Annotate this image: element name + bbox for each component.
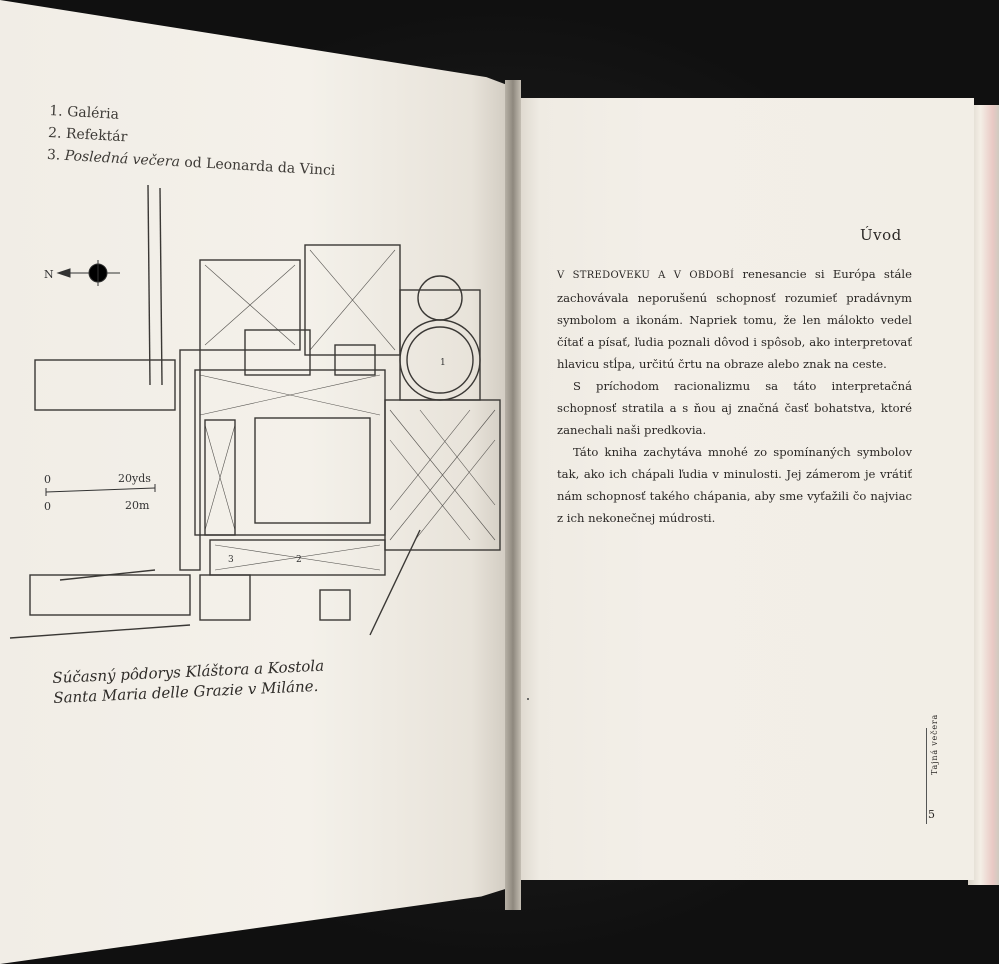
scale-meters-end: 20m	[125, 499, 150, 512]
legend-item-number: 3.	[46, 146, 61, 164]
floor-plan-illustration: N 0 20yds 0 20m 1 2 3	[9, 184, 501, 639]
running-head-rule	[921, 728, 939, 828]
paragraph-3: Táto kniha zachytáva mnohé zo spomínanýc…	[557, 445, 912, 525]
room-label-2: 2	[296, 555, 302, 565]
chapter-title: Úvod	[860, 226, 902, 244]
paragraph-2: S príchodom racionalizmu sa táto interpr…	[557, 379, 912, 437]
legend-item-artwork-title: Posledná večera	[64, 147, 181, 171]
room-label-1: 1	[440, 358, 446, 368]
paragraph-1-lead: V stredoveku a v období	[557, 270, 735, 281]
scale-meters-start: 0	[44, 500, 51, 513]
left-page	[0, 0, 512, 964]
page-number: 5	[928, 808, 935, 821]
room-label-3: 3	[228, 555, 234, 565]
page-speck	[527, 698, 529, 700]
paragraph-1-text: renesancie si Európa stále zachovávala n…	[557, 267, 912, 371]
paragraph-1: V stredoveku a v období renesancie si Eu…	[557, 263, 912, 375]
scale-yards-end: 20yds	[118, 472, 151, 485]
right-page	[512, 98, 974, 880]
running-head: Tajná večera	[930, 713, 939, 775]
book-gutter	[505, 80, 521, 910]
chapter-body: V stredoveku a v období renesancie si Eu…	[557, 263, 912, 529]
scale-yards-start: 0	[44, 473, 51, 486]
north-label: N	[44, 268, 54, 281]
